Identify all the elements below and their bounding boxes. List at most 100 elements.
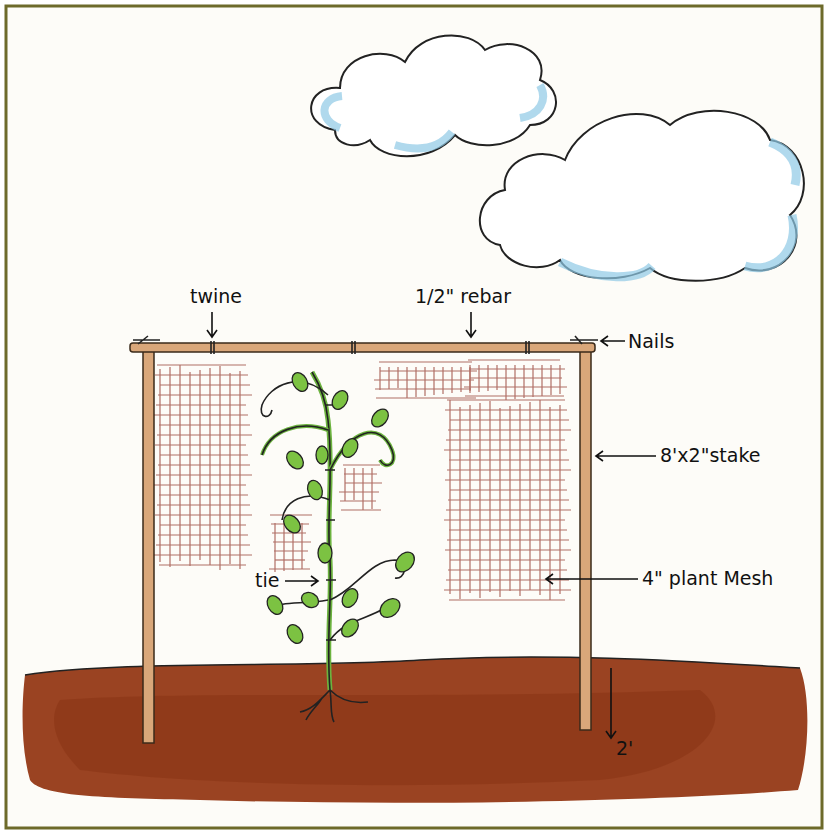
mesh-line [449,459,569,460]
mesh-line [339,491,379,492]
mesh-line [397,367,398,388]
mesh-line [499,408,500,597]
mesh-line [169,367,170,567]
mesh-line [155,444,246,445]
mesh-line [406,367,407,398]
mesh-line [157,434,252,435]
mesh-line [447,539,569,540]
mesh-line [375,388,471,389]
mesh-line [353,468,354,500]
mesh-line [345,482,382,483]
nails [133,336,598,344]
mesh-line [532,365,533,397]
mesh-line [156,544,250,545]
mesh-line [159,494,248,495]
mesh-line [156,404,246,405]
mesh-line [189,372,190,566]
mesh-line [449,529,567,530]
mesh-line [469,368,565,369]
mesh-line [450,419,569,420]
callout-label: 1/2" rebar [415,286,511,307]
frame [6,6,822,828]
mesh-line [301,523,302,569]
mesh-line [160,454,248,455]
mesh-line [283,523,284,571]
mesh-line [274,523,275,572]
mesh-line [450,559,565,560]
mesh-line [450,489,567,490]
mesh-line [549,407,550,600]
callout-label: twine [190,286,242,307]
mesh-line [343,464,380,465]
mesh-line [154,484,246,485]
mesh-line [464,386,567,387]
cloud [311,35,556,156]
mesh-line [444,519,565,520]
stake [143,348,154,743]
mesh-line [446,439,565,440]
mesh-line [219,366,220,570]
mesh-line [274,550,308,551]
mesh-line [444,589,571,590]
mesh-line [158,464,250,465]
mesh-line [445,479,565,480]
mesh-line [514,365,515,399]
mesh-line [159,564,246,565]
mesh-line [470,377,562,378]
plant-mesh [154,360,571,600]
mesh-line [380,370,477,371]
mesh-line [468,359,560,360]
mesh-line [158,534,248,535]
mesh-line [344,468,345,501]
callout-label: 8'x2"stake [660,445,760,466]
mesh-line [445,549,571,550]
mesh-line [505,365,506,400]
mesh-line [379,361,472,362]
mesh-line [275,559,305,560]
mesh-line [273,541,311,542]
mesh-line [159,424,250,425]
mesh-line [239,371,240,569]
mesh-line [156,474,252,475]
mesh-line [446,509,571,510]
mesh-line [388,367,389,389]
mesh-line [155,514,252,515]
mesh-line [376,397,476,398]
mesh-line [448,499,569,500]
mesh-line [447,469,571,470]
mesh-line [509,406,510,591]
cloud [480,111,804,281]
mesh-line [449,599,565,600]
mesh-line [449,400,450,594]
mesh-line [154,414,248,415]
mesh-line [158,394,252,395]
mesh-line [539,400,540,595]
mesh-line [155,374,248,375]
mesh-line [445,409,567,410]
callout-label: 4" plant Mesh [642,568,773,589]
mesh-line [523,365,524,398]
mesh-line [341,509,381,510]
soil [23,657,808,803]
twine-ties [211,341,529,354]
leader-arrows [207,312,656,738]
leaves [264,370,418,646]
mesh-line [154,554,252,555]
callout-label: tie [255,570,279,591]
mesh-line [448,569,567,570]
mesh-line [157,504,250,505]
mesh-line [340,500,376,501]
callout-label: 2' [616,738,633,759]
ground-line [25,657,800,675]
mesh-line [469,405,470,593]
mesh-line [157,364,246,365]
mesh-line [374,379,474,380]
stake [580,348,591,730]
mesh-line [541,365,542,396]
cloud-shade [560,142,796,277]
mesh-line [272,532,306,533]
mesh-line [444,449,567,450]
mesh-line [448,429,571,430]
